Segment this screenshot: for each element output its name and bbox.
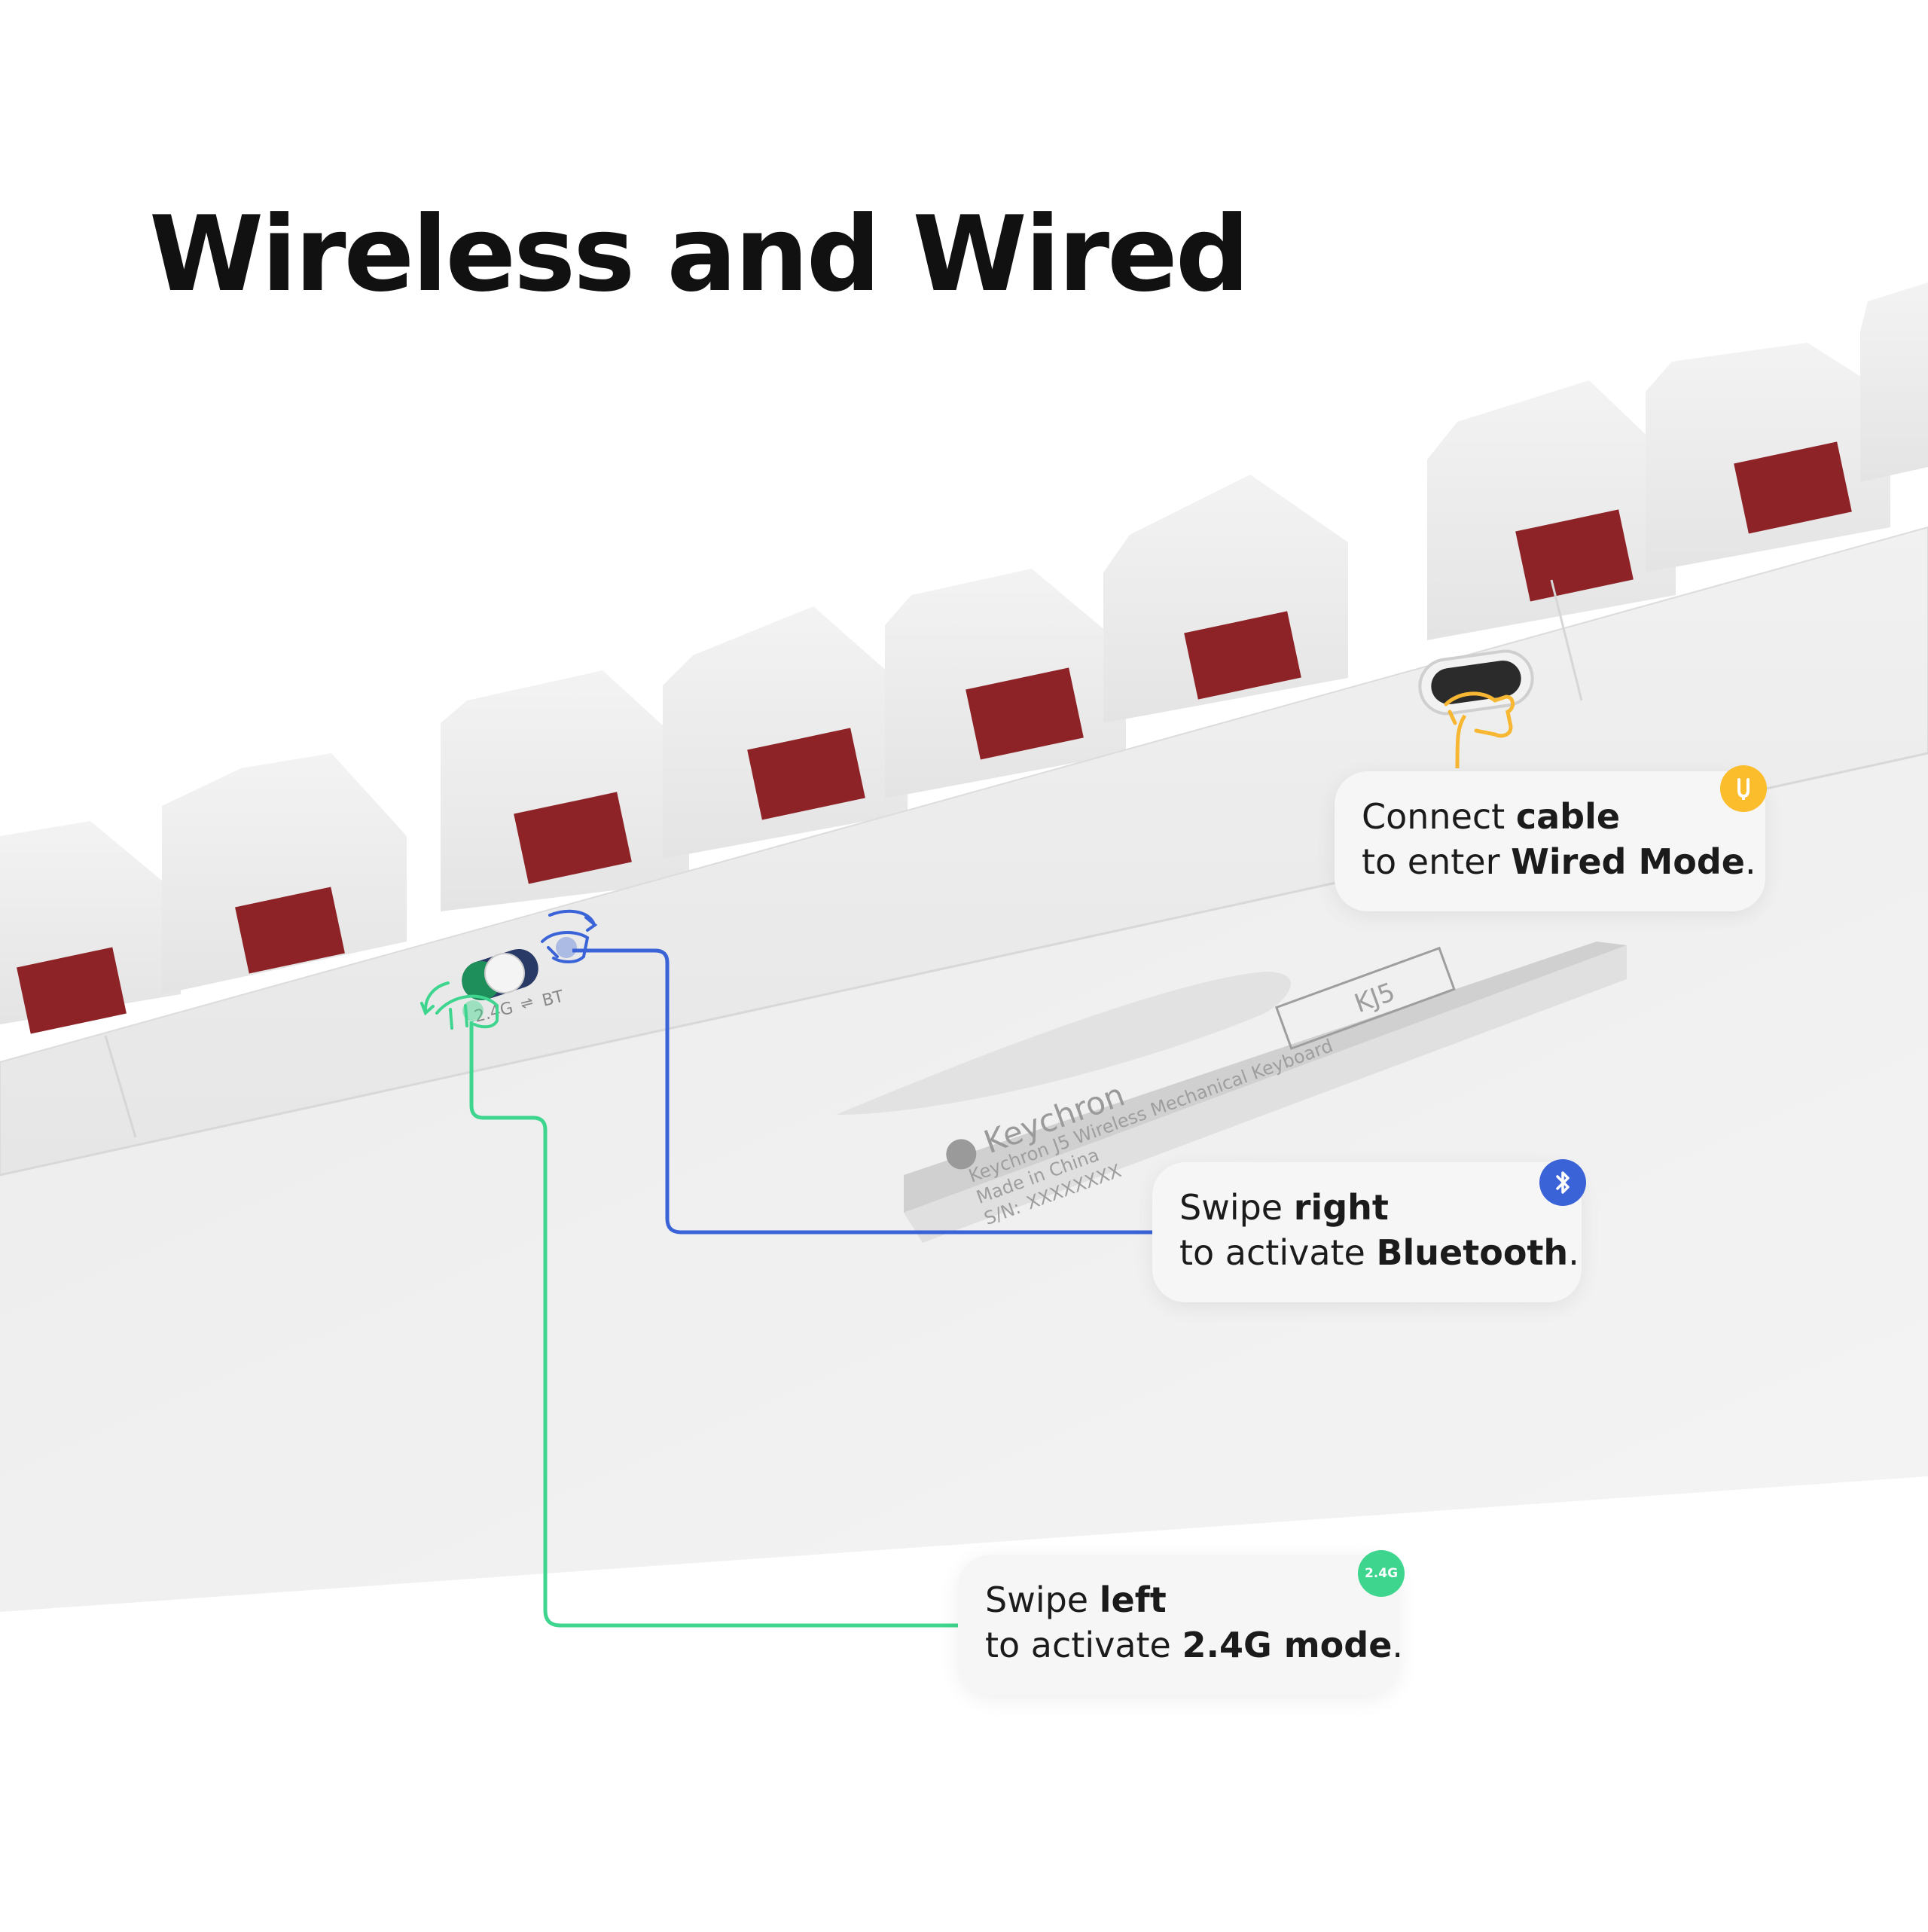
keychron-logo-icon — [946, 1139, 977, 1170]
keycap — [162, 753, 407, 994]
model-box — [1274, 946, 1456, 1050]
callout-24g-mode: Swipe left to activate 2.4G mode. — [958, 1555, 1403, 1695]
callout-emphasis: 2.4G mode — [1182, 1625, 1393, 1665]
callout-text: . — [1392, 1625, 1404, 1665]
switches — [17, 441, 1852, 1034]
callout-line: to activate Bluetooth. — [1179, 1230, 1579, 1275]
mode-switch[interactable] — [457, 944, 544, 1006]
callout-emphasis: right — [1293, 1187, 1389, 1228]
usb-symbol-icon: ⇌ — [519, 993, 535, 1012]
callout-text: . — [1744, 841, 1756, 882]
callout-bluetooth: Swipe right to activate Bluetooth. — [1152, 1162, 1582, 1302]
callout-text: Connect — [1362, 796, 1516, 837]
callout-emphasis: Wired Mode — [1511, 841, 1745, 882]
callout-text: Swipe — [985, 1579, 1100, 1620]
callout-text: to enter — [1362, 841, 1512, 882]
callout-line: Connect cable — [1362, 794, 1738, 839]
swipe-left-hand-icon — [420, 981, 499, 1030]
callout-line: to activate 2.4G mode. — [985, 1622, 1403, 1668]
g24-connector-line — [469, 1021, 961, 1628]
callout-emphasis: Bluetooth — [1376, 1232, 1569, 1273]
swipe-right-hand-icon — [541, 909, 598, 963]
keycap — [1427, 380, 1676, 640]
bluetooth-connector-line — [572, 948, 1155, 1235]
usb-cable-icon — [1720, 765, 1767, 812]
plug-hand-icon — [1444, 691, 1515, 738]
callout-wired-mode: Connect cable to enter Wired Mode. — [1335, 771, 1765, 911]
page-title: Wireless and Wired — [149, 194, 1250, 315]
callout-line: Swipe right — [1179, 1185, 1554, 1230]
callout-text: to activate — [1179, 1232, 1377, 1273]
bluetooth-icon — [1539, 1159, 1586, 1206]
front-seams — [104, 579, 1583, 1138]
callout-text: . — [1568, 1232, 1579, 1273]
keycaps-row — [0, 282, 1928, 1024]
keycap — [1860, 282, 1928, 482]
wired-connector-line — [1455, 714, 1467, 769]
callout-text: Swipe — [1179, 1187, 1294, 1228]
g24-badge: 2.4G — [1358, 1550, 1405, 1597]
case-groove — [836, 972, 1291, 1115]
callout-text: to activate — [985, 1625, 1182, 1665]
callout-emphasis: cable — [1515, 796, 1621, 837]
callout-line: Swipe left — [985, 1577, 1372, 1622]
callout-emphasis: left — [1099, 1579, 1167, 1620]
callout-line: to enter Wired Mode. — [1362, 839, 1756, 884]
